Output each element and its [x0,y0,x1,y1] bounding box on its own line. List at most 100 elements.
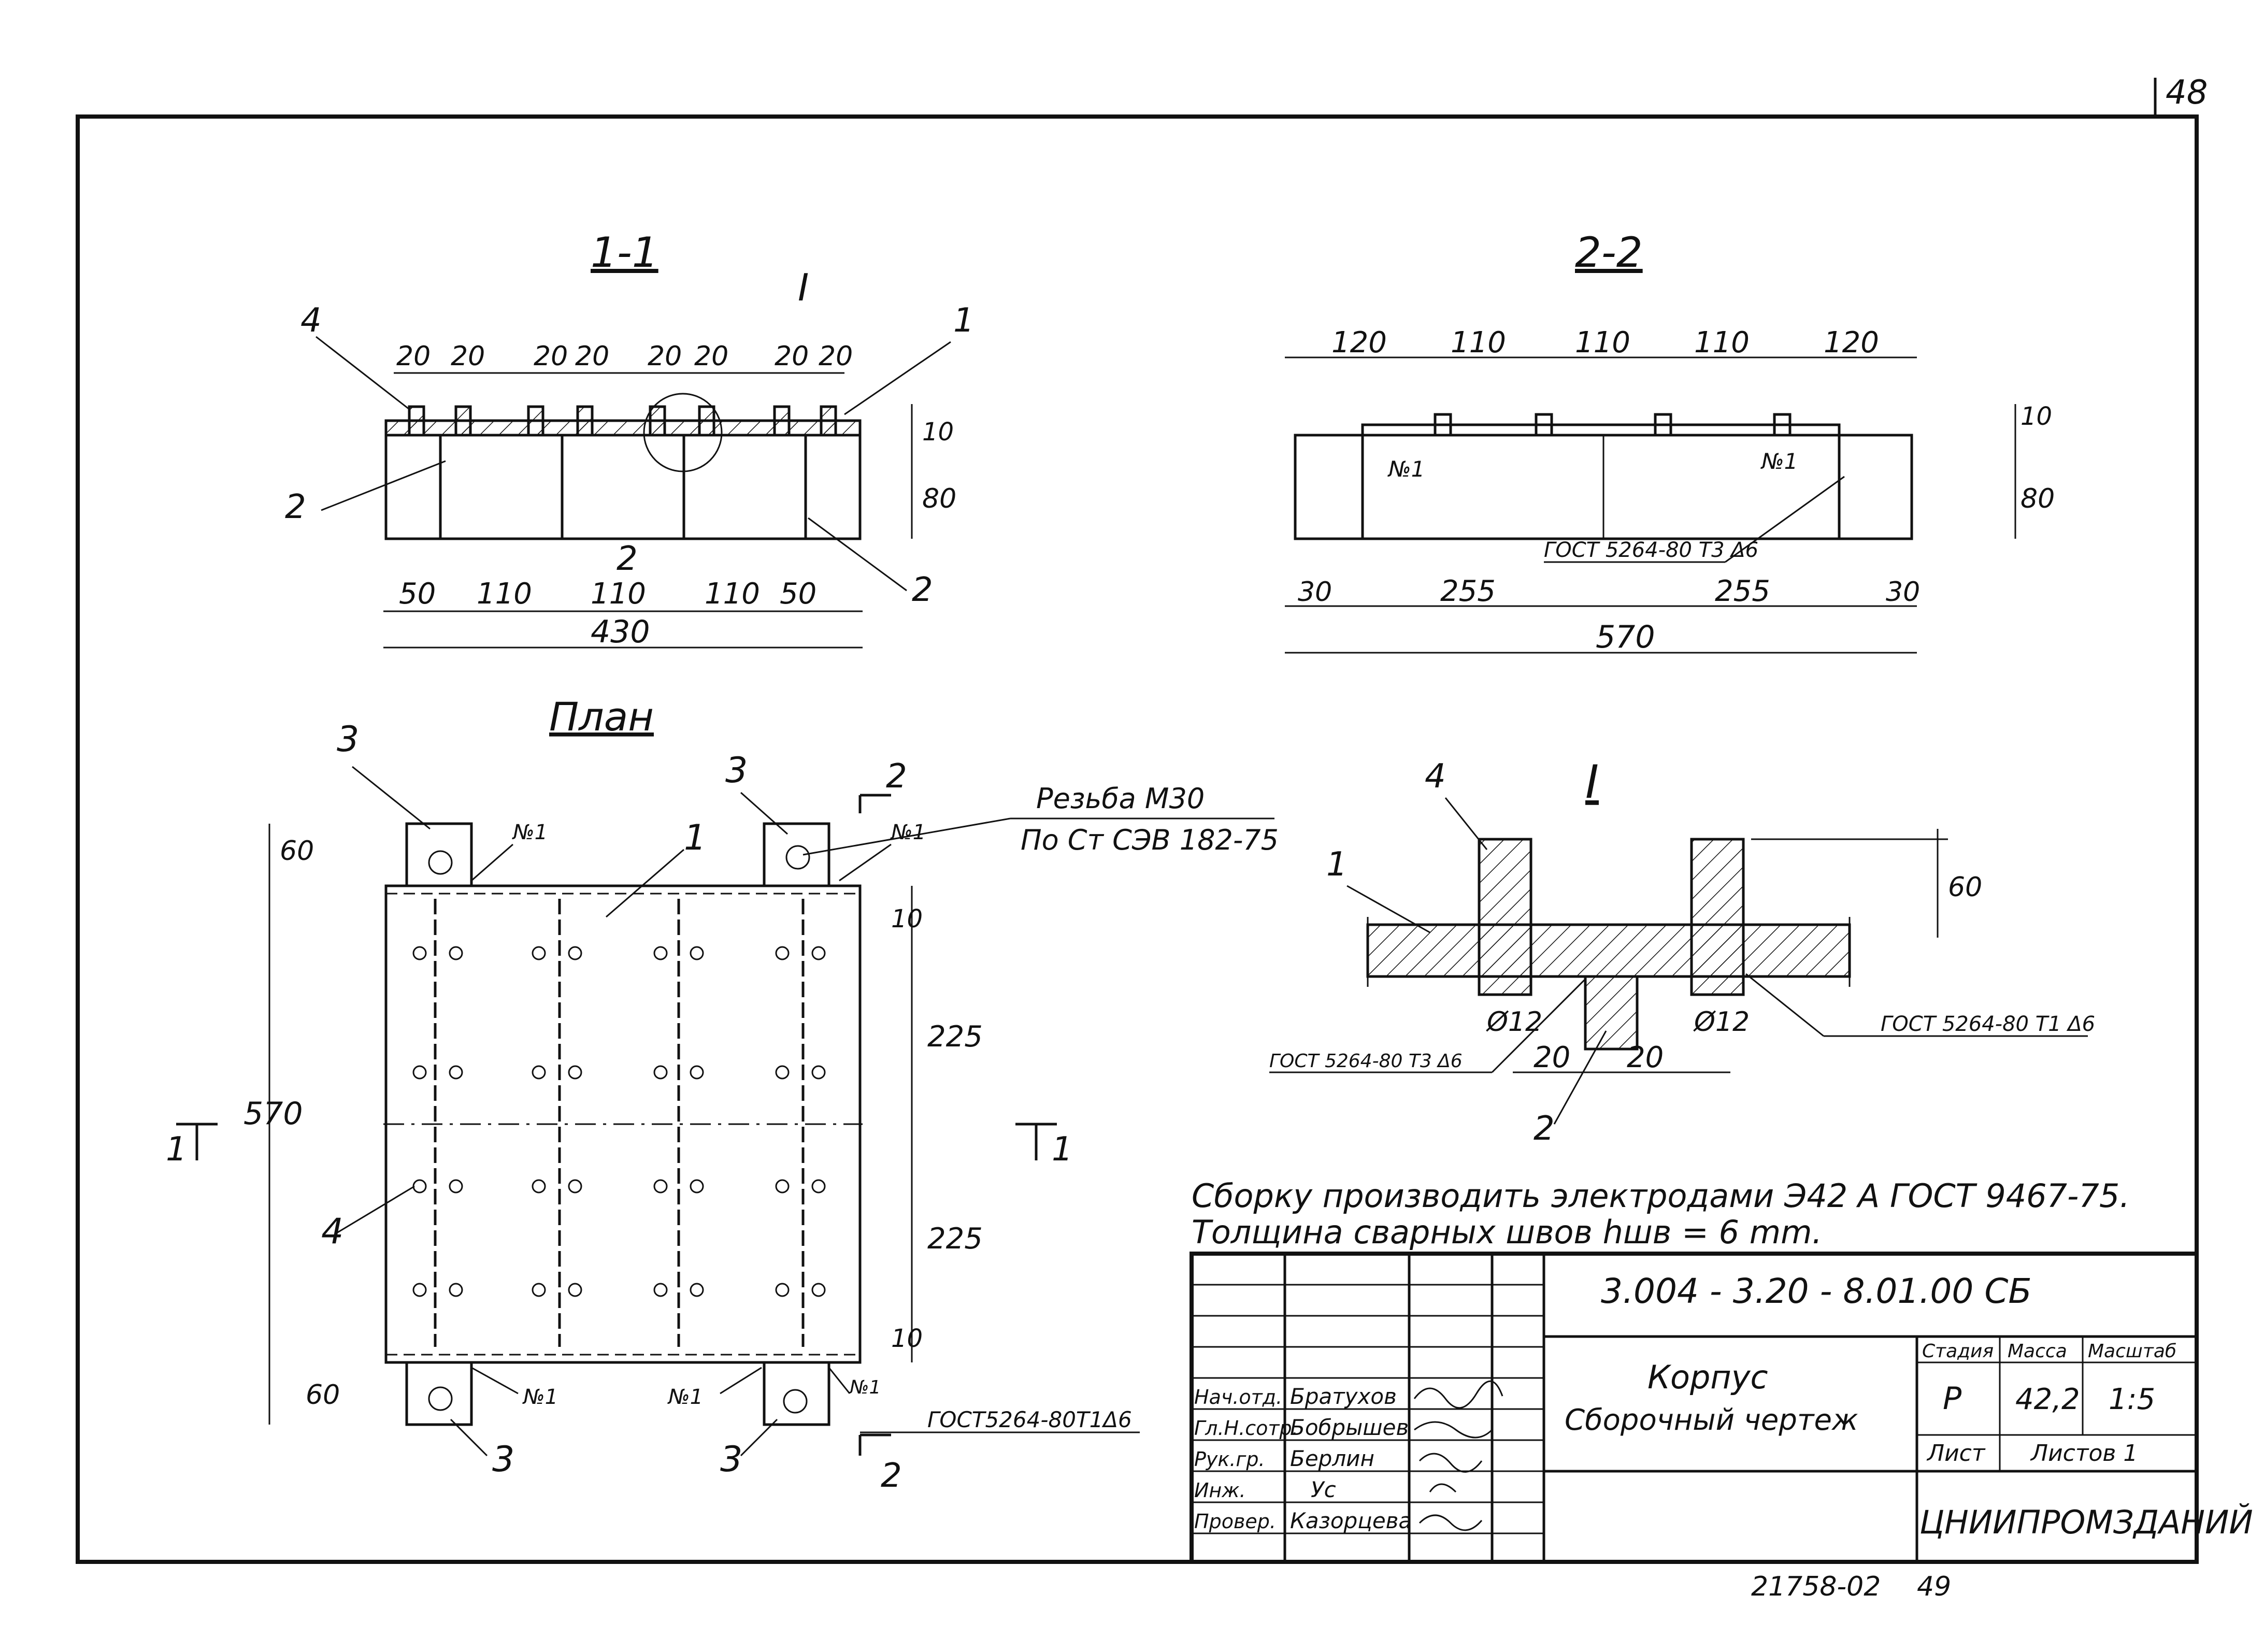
plan-ribs [434,899,805,1347]
svg-text:30: 30 [1298,577,1332,608]
svg-text:4: 4 [1425,757,1446,796]
svg-text:20: 20 [396,341,431,372]
sheet-frame [76,114,2199,1564]
svg-text:255: 255 [1715,574,1770,608]
svg-text:2: 2 [912,571,933,609]
title-block: 3.004 - 3.20 - 8.01.00 СБ Корпус Сборочн… [1190,1252,2253,1564]
note-line-2: Толщина сварных швов hшв = 6 mm. [1192,1213,1822,1251]
svg-text:Масштаб: Масштаб [2088,1341,2176,1362]
section-1-1-title: 1-1 [591,228,658,277]
section-2-2: 2-2 120 110 110 110 120 30 255 255 30 57… [1285,228,2055,655]
svg-text:255: 255 [1440,574,1496,608]
plan-lugs [405,822,830,1426]
footer-page: 49 [1917,1571,1951,1602]
svg-text:430: 430 [591,614,650,650]
svg-text:120: 120 [1824,326,1879,360]
page-number: 48 [2166,74,2208,112]
svg-text:Нач.отд.: Нач.отд. [1194,1386,1282,1409]
svg-text:30: 30 [1886,577,1920,608]
svg-text:110: 110 [591,577,646,611]
svg-text:1: 1 [1052,1130,1073,1169]
svg-text:ГОСТ 5264-80 Т1 Δ6: ГОСТ 5264-80 Т1 Δ6 [1881,1012,2095,1036]
org-name: ЦНИИПРОМЗДАНИЙ [1919,1503,2253,1541]
svg-text:Стадия: Стадия [1922,1341,1994,1362]
doc-title-1: Корпус [1647,1358,1768,1396]
detail-I-title: I [1585,755,1599,809]
svg-text:42,2: 42,2 [2015,1383,2080,1416]
section-1-1: 1-1 I 20 20 20 20 20 20 20 20 [285,228,975,650]
svg-text:Ø12: Ø12 [1486,1007,1542,1038]
svg-text:80: 80 [922,483,956,514]
svg-text:60: 60 [280,836,314,867]
svg-text:Ус: Ус [1311,1477,1336,1502]
svg-text:10: 10 [891,904,923,933]
svg-text:20: 20 [534,341,568,372]
svg-text:225: 225 [927,1020,983,1054]
svg-text:3: 3 [337,719,359,760]
svg-text:ГОСТ5264-80Т1Δ6: ГОСТ5264-80Т1Δ6 [927,1407,1132,1432]
svg-text:3: 3 [492,1439,514,1480]
svg-text:2: 2 [881,1457,902,1495]
footer-code: 21758-02 [1751,1571,1881,1602]
svg-text:10: 10 [2021,402,2052,431]
plan-view: План Резьба М30 По Ст СЭВ 182-75 [166,694,1279,1495]
svg-text:20: 20 [575,341,609,372]
svg-text:60: 60 [1948,872,1982,903]
svg-text:20: 20 [775,341,809,372]
svg-text:10: 10 [922,418,954,447]
svg-text:Бобрышев: Бобрышев [1290,1415,1409,1440]
svg-text:3: 3 [725,750,748,791]
svg-text:№1: №1 [1387,456,1425,482]
svg-text:20: 20 [819,341,853,372]
svg-text:Лист: Лист [1926,1440,1986,1467]
svg-text:3: 3 [720,1439,742,1480]
svg-text:По Ст СЭВ 182-75: По Ст СЭВ 182-75 [1021,824,1279,856]
svg-text:110: 110 [705,577,760,611]
svg-text:20: 20 [1627,1041,1664,1074]
svg-text:20: 20 [694,341,728,372]
studs-1-1 [408,405,837,437]
svg-text:2: 2 [285,488,306,526]
svg-text:Ø12: Ø12 [1693,1007,1750,1038]
svg-text:570: 570 [1596,619,1655,655]
svg-text:Резьба М30: Резьба М30 [1036,782,1205,815]
svg-text:Рук.гр.: Рук.гр. [1194,1448,1265,1471]
plan-holes [412,946,826,1297]
svg-text:20: 20 [451,341,485,372]
svg-text:№1: №1 [512,821,548,844]
svg-text:1: 1 [684,817,706,858]
doc-code: 3.004 - 3.20 - 8.01.00 СБ [1601,1271,2032,1311]
svg-text:Масса: Масса [2008,1341,2067,1362]
svg-text:10: 10 [891,1324,923,1353]
svg-text:№1: №1 [890,821,926,844]
svg-text:120: 120 [1331,326,1387,360]
svg-text:Р: Р [1943,1381,1962,1417]
svg-text:1: 1 [1326,845,1348,884]
svg-text:2: 2 [886,757,907,796]
svg-text:60: 60 [306,1380,340,1411]
plan-title: План [549,694,654,740]
notes: Сборку производить электродами Э42 А ГОС… [1192,1177,2130,1251]
svg-text:Казорцева: Казорцева [1290,1508,1412,1533]
svg-text:110: 110 [1575,326,1630,360]
note-line-1: Сборку производить электродами Э42 А ГОС… [1192,1177,2130,1215]
svg-text:50: 50 [780,577,816,611]
svg-text:Берлин: Берлин [1290,1446,1374,1471]
svg-text:Братухов: Братухов [1290,1384,1397,1409]
svg-text:110: 110 [1694,326,1750,360]
svg-text:110: 110 [477,577,532,611]
svg-text:2: 2 [1534,1110,1555,1148]
svg-text:1: 1 [953,301,975,340]
section-1-1-callout: I [798,266,809,309]
svg-text:110: 110 [1451,326,1506,360]
section-2-2-title: 2-2 [1575,228,1643,277]
svg-text:ГОСТ 5264-80 Т3 Δ6: ГОСТ 5264-80 Т3 Δ6 [1269,1051,1463,1072]
svg-text:Листов 1: Листов 1 [2030,1440,2138,1467]
svg-text:80: 80 [2021,483,2055,514]
svg-text:1:5: 1:5 [2109,1383,2155,1416]
svg-text:Гл.Н.сотр.: Гл.Н.сотр. [1194,1417,1298,1440]
svg-text:1: 1 [166,1130,187,1169]
svg-text:№1: №1 [1760,449,1798,474]
svg-text:№1: №1 [522,1385,558,1409]
